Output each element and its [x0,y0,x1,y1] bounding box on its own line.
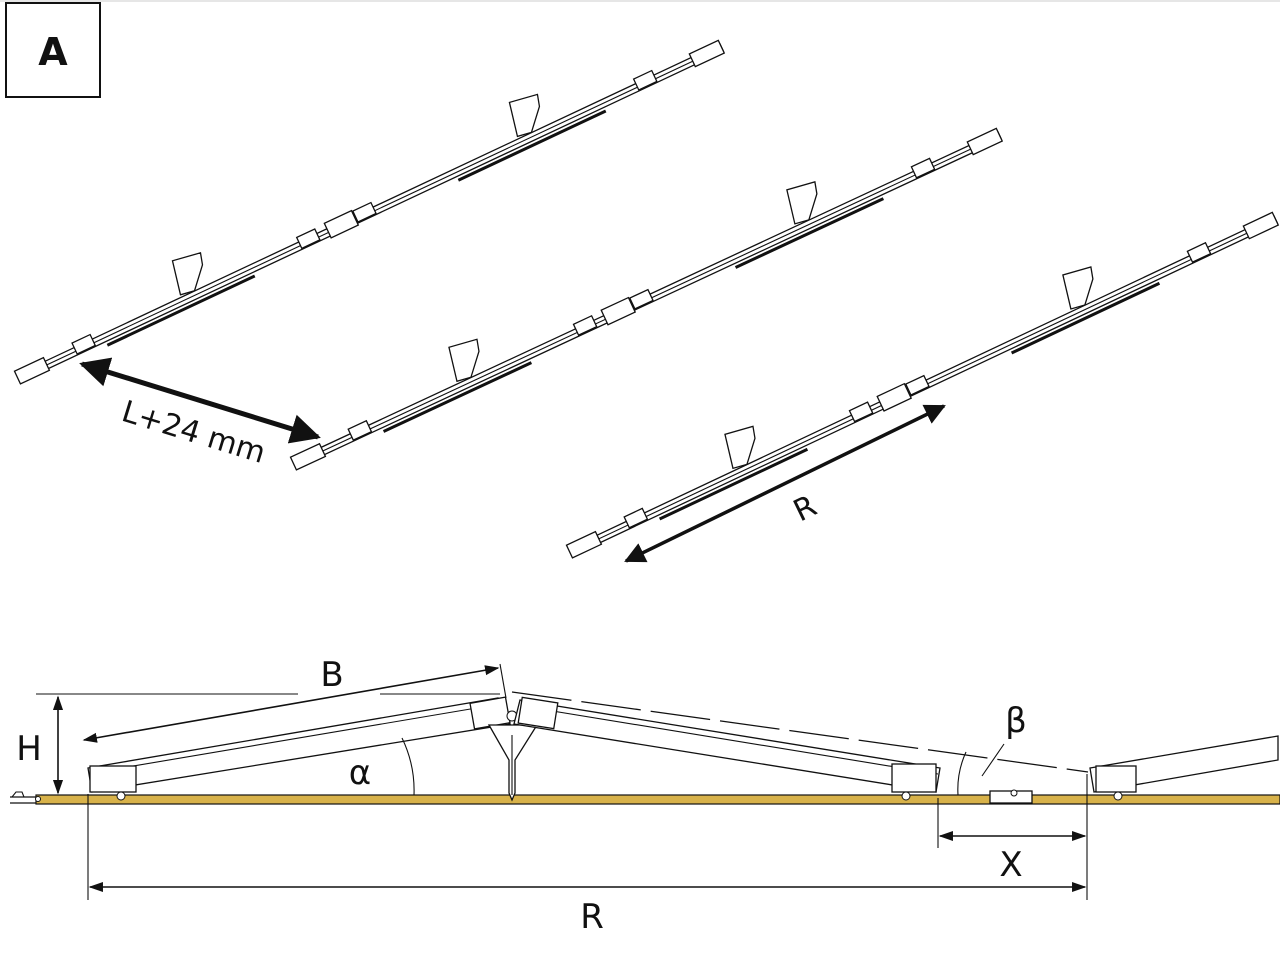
panel-length-arrow [82,665,500,743]
ridge-block-right [517,696,559,730]
rail-clip [347,419,373,441]
rail-clip [632,69,658,91]
rail-shadow-segment [734,197,885,269]
rail-shadow-segment [382,361,533,433]
row-length-dimension-top: R [624,404,946,563]
gap-label: X [999,845,1022,885]
row-length-label-side: R [580,897,604,937]
rail-shadow-segment [106,274,256,347]
rail-connector [876,382,913,412]
height-label: H [16,729,42,769]
panel-frame-line [521,705,939,775]
rail-clip [1186,241,1212,264]
ridge-bracket [487,724,539,802]
standoff-bracket [786,181,818,225]
panel-plane-extension [511,691,1089,773]
spacing-dimension: L+24 mm [79,357,321,471]
standoff-bracket [508,93,541,138]
roof-surface [35,794,1280,805]
rail-shadow-segment [1010,281,1161,355]
rail-end-cap [13,356,51,385]
row-length-arrow-top [624,404,946,563]
rail-clip [351,201,377,223]
standoff-bracket [171,251,204,296]
roof-fastener [35,796,41,802]
rail-clip [71,333,97,355]
spacing-arrow [79,357,321,444]
gap-connector-bolt [1010,789,1018,797]
panel-length-label: B [320,655,343,695]
solar-panel-right [513,699,941,793]
rail-connector [323,209,360,239]
foot-block-right [891,763,937,793]
panel-frame-line [91,703,501,774]
solar-panel-next [1089,735,1279,793]
foot-bolt [116,791,126,801]
solar-panel-left [87,697,511,793]
standoff-bracket [1062,266,1094,310]
rail-end-cap [565,530,603,559]
ridge-block-left [469,696,511,730]
rail-clip [904,374,930,396]
rail-row-3 [565,211,1280,559]
panel-length-extension [499,663,507,699]
rail-connector [600,296,637,326]
rail-end-cap [1242,211,1280,240]
rail-clip [623,507,649,529]
spacing-label: L+24 mm [118,394,270,471]
gap-angle-leader [981,743,1005,777]
row-length-label-top: R [788,489,822,530]
tilt-angle-arc [401,737,415,796]
rail-end-cap [289,442,327,471]
rail-row-2 [289,127,1004,471]
rail-row-1 [13,39,726,385]
standoff-bracket [724,425,756,470]
gap-angle-arc [957,751,967,796]
rail-shadow-segment [457,109,607,182]
rail-clip [295,228,321,250]
panel-label-box: A [5,2,101,98]
rail-rows [13,39,1280,559]
standoff-bracket [448,338,480,383]
gap-connector [989,790,1033,804]
rail-clip [910,157,936,179]
foot-bolt [901,791,911,801]
panel-label: A [38,30,68,74]
rail-clip [572,314,598,337]
rail-end-cap [966,127,1004,156]
gap-angle-label: β [1005,701,1027,741]
foot-bolt [1113,791,1123,801]
rail-end-cap [688,39,726,68]
foot-block-left [89,765,137,793]
rail-clip [848,401,874,423]
foot-block-next [1095,765,1137,793]
tilt-angle-label: α [349,753,371,793]
roof-edge-clip [11,791,25,798]
side-view: H B α β X R [10,655,1280,937]
rail-clip [628,288,654,310]
